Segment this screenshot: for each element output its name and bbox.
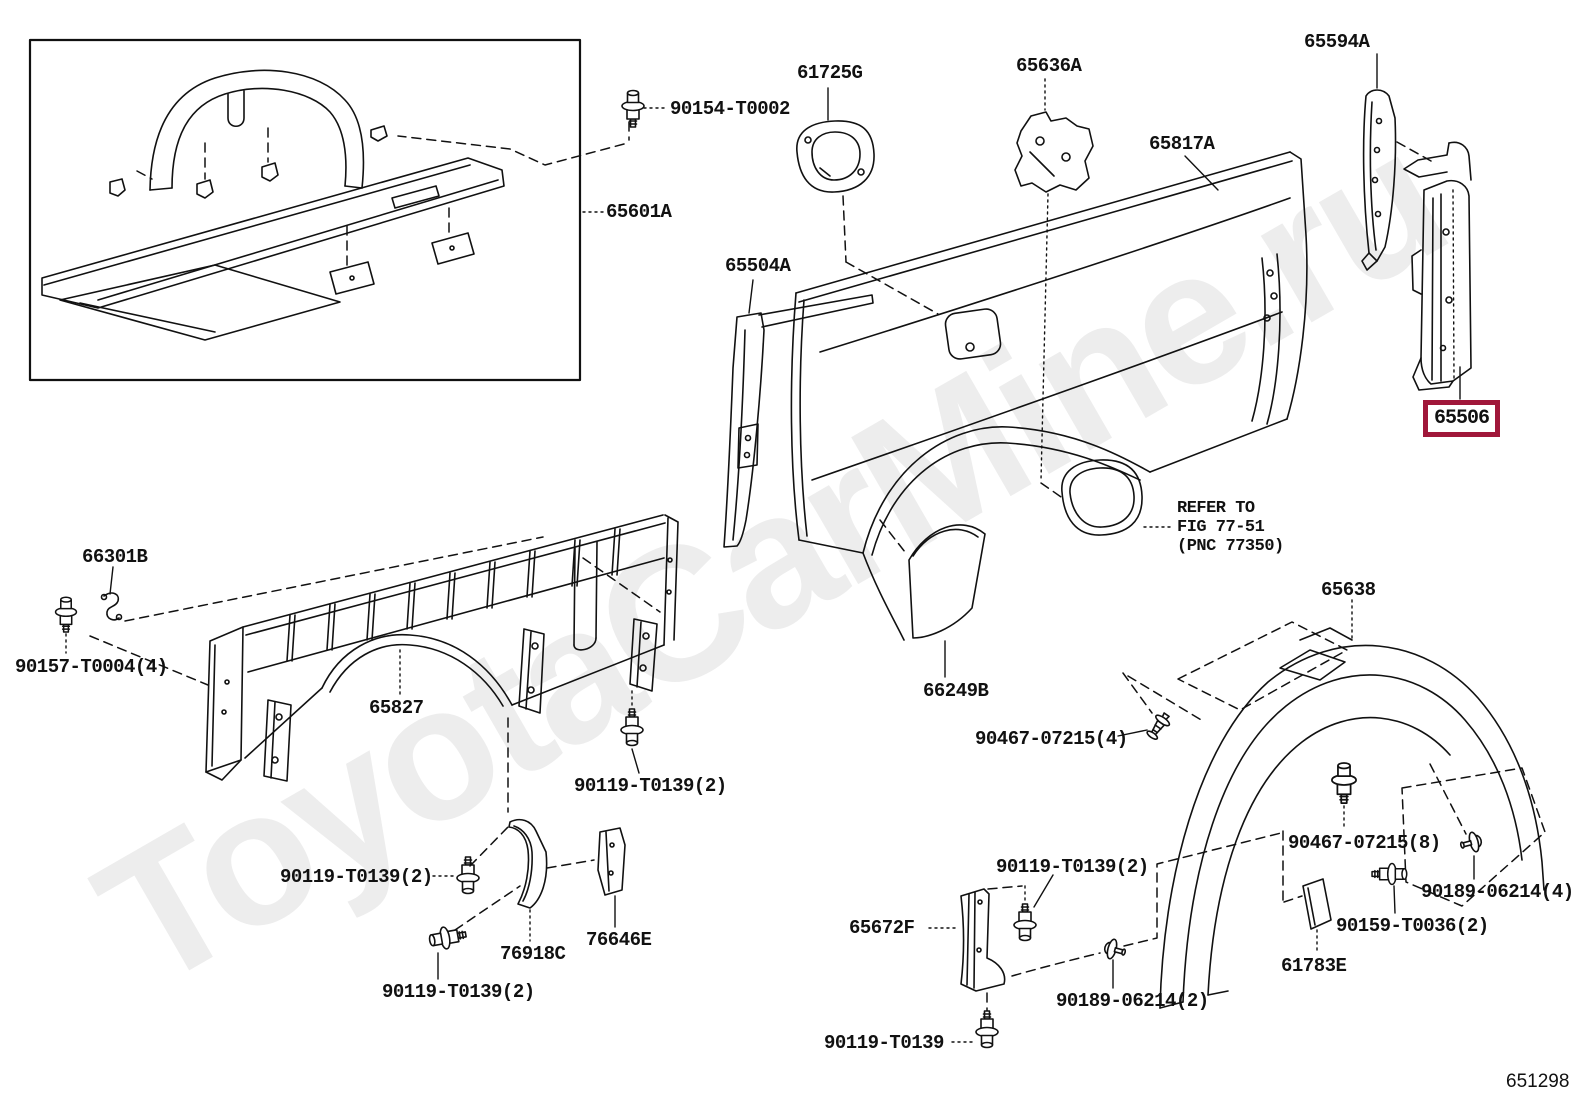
part-label-90467-4[interactable]: 90467-07215(4) [975, 728, 1128, 750]
part-65504a-pillar [723, 279, 874, 548]
part-label-90467-8[interactable]: 90467-07215(8) [1288, 832, 1441, 854]
bolt-icon-90119-bottom [951, 992, 999, 1049]
part-label-65504a[interactable]: 65504A [725, 255, 791, 277]
part-65636a-bracket [1014, 78, 1094, 500]
bolt-icon-90159 [1371, 862, 1408, 914]
pushpin-icon-90189-2 [1101, 936, 1129, 989]
part-76918c-bracket [508, 818, 548, 942]
part-label-65638[interactable]: 65638 [1321, 579, 1376, 601]
part-65638-liner [1159, 599, 1546, 1009]
part-label-65601a[interactable]: 65601A [606, 201, 672, 223]
bolt-icon-90157 [54, 596, 78, 654]
part-66249b-patch [879, 519, 986, 678]
part-label-90119-right[interactable]: 90119-T0139(2) [996, 856, 1149, 878]
refer-note: REFER TO FIG 77-51 (PNC 77350) [1177, 499, 1284, 556]
figure-code: 651298 [1506, 1071, 1570, 1092]
clip-icon-90467-4 [1117, 672, 1204, 743]
part-label-90159-t0036[interactable]: 90159-T0036(2) [1336, 915, 1489, 937]
part-label-90119-center[interactable]: 90119-T0139(2) [574, 775, 727, 797]
assoc-dash-left-3 [546, 859, 595, 869]
part-label-76918c[interactable]: 76918C [500, 943, 566, 965]
part-label-65506[interactable]: 65506 [1433, 407, 1490, 430]
part-61725g-ring [796, 87, 939, 315]
part-65817a-quarter-panel [790, 151, 1308, 641]
assoc-dash-left-1 [469, 826, 509, 867]
assoc-dash-right-3 [1123, 832, 1282, 947]
part-61783e-plate [1282, 830, 1332, 954]
part-label-61725g[interactable]: 61725G [797, 62, 863, 84]
bolt-icon-90119-center [620, 690, 644, 774]
highlight-box[interactable]: 65506 [1423, 400, 1500, 437]
pushpin-icon-90189-4 [1429, 763, 1485, 880]
assoc-dash-66301b-a [124, 536, 544, 622]
part-label-65817a[interactable]: 65817A [1149, 133, 1215, 155]
bolt-icon-90467-8 [1331, 762, 1357, 831]
part-label-90119-bottom[interactable]: 90119-T0139 [824, 1032, 944, 1054]
assoc-dash-66301b-b [89, 635, 209, 686]
part-label-61783e[interactable]: 61783E [1281, 955, 1347, 977]
part-label-65827[interactable]: 65827 [369, 697, 424, 719]
assoc-dash-right-1 [987, 885, 1023, 890]
part-65594a-strip [1361, 53, 1432, 271]
part-label-66301b[interactable]: 66301B [82, 546, 148, 568]
bolt-icon-90119-left-lower [427, 922, 469, 980]
part-label-76646e[interactable]: 76646E [586, 929, 652, 951]
clip-icon-66301b [100, 566, 123, 621]
part-label-90189-2[interactable]: 90189-06214(2) [1056, 990, 1209, 1012]
part-65827-bed-panel [205, 514, 679, 782]
part-label-90119-left-upper[interactable]: 90119-T0139(2) [280, 866, 433, 888]
part-65506-pillar [1403, 141, 1472, 400]
part-label-90154-t0002[interactable]: 90154-T0002 [670, 98, 790, 120]
part-label-90189-4[interactable]: 90189-06214(4) [1421, 881, 1574, 903]
bolt-icon-90154 [397, 89, 668, 166]
bolt-icon-90119-left-upper [432, 856, 480, 895]
part-77350-fuel-lid [1061, 459, 1175, 536]
bolt-icon-90119-right [1013, 874, 1054, 942]
assoc-dash-right-2 [1011, 952, 1101, 977]
part-label-90119-left-lower[interactable]: 90119-T0139(2) [382, 981, 535, 1003]
part-65672f-bracket [928, 888, 1006, 992]
part-label-66249b[interactable]: 66249B [923, 680, 989, 702]
inset-box-65601a [28, 38, 582, 382]
part-label-65636a[interactable]: 65636A [1016, 55, 1082, 77]
part-label-65672f[interactable]: 65672F [849, 917, 915, 939]
part-label-90157-t0004[interactable]: 90157-T0004(4) [15, 656, 168, 678]
part-76646e-plate [597, 827, 626, 928]
part-label-65594a[interactable]: 65594A [1304, 31, 1370, 53]
assoc-dash-left-2 [454, 885, 521, 931]
